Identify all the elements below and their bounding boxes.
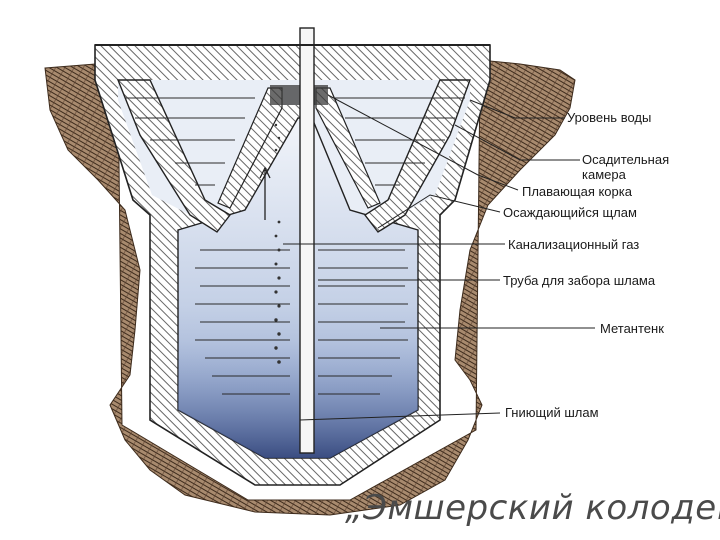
- diagram-title: „Эмшерский колодец": [345, 488, 720, 528]
- label-sewer-gas: Канализационный газ: [508, 237, 640, 252]
- label-water-level: Уровень воды: [567, 110, 652, 125]
- water-lines: [125, 97, 465, 395]
- label-digester: Метантенк: [600, 321, 664, 336]
- soil: [44, 59, 576, 516]
- label-settling-chamber-1: Осадительная: [582, 152, 670, 167]
- floating-crust: [270, 85, 328, 105]
- label-rotting-sludge: Гниющий шлам: [505, 405, 599, 420]
- gas-bubbles: [274, 123, 281, 364]
- gas-arrow: [259, 166, 271, 220]
- label-settling-chamber-2: камера: [582, 167, 626, 182]
- leader-lines: [283, 94, 595, 421]
- sludge-pipe: [299, 27, 315, 454]
- label-settling-sludge: Осаждающийся щлам: [503, 205, 637, 220]
- label-sludge-pipe: Труба для забора шлама: [503, 273, 656, 288]
- label-floating-crust: Плавающая корка: [522, 184, 632, 199]
- rotting-sludge: [178, 340, 418, 458]
